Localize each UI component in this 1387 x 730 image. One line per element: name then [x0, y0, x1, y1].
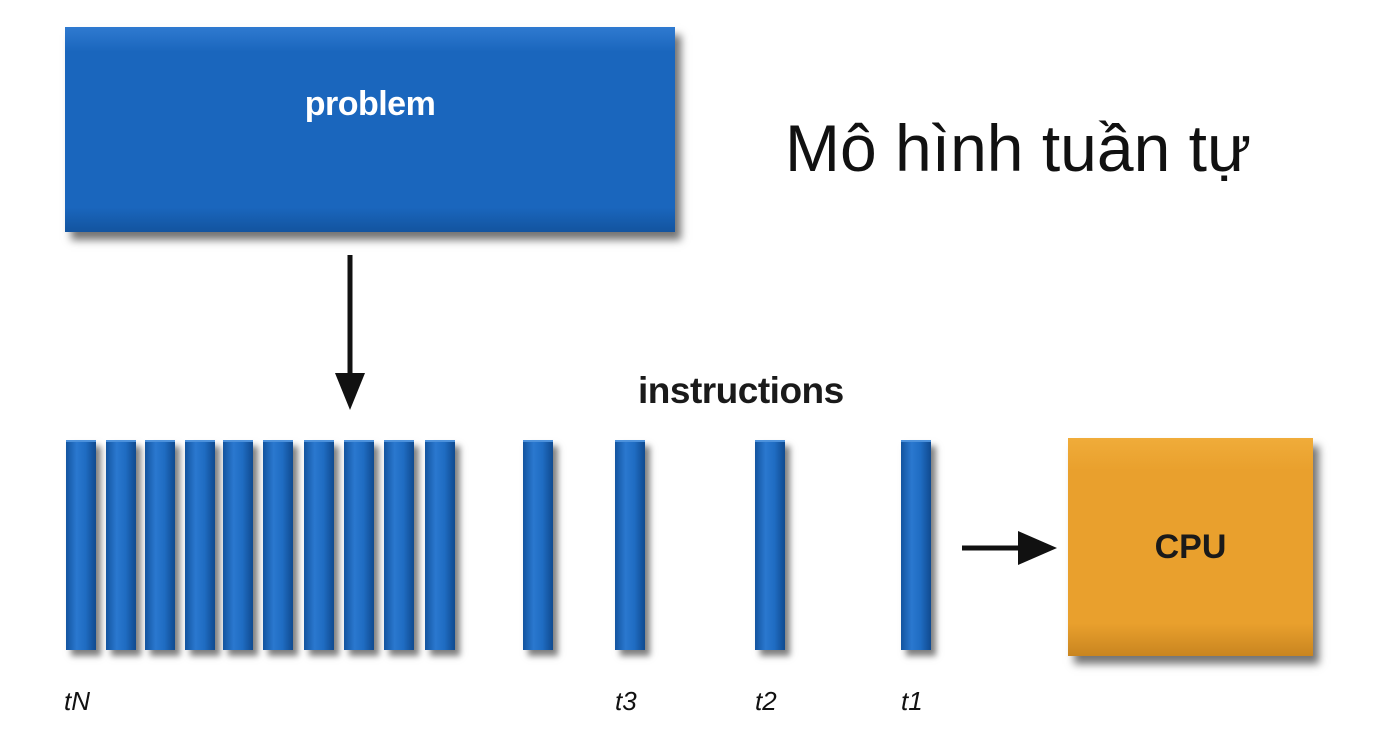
cpu-label: CPU: [1154, 527, 1227, 566]
instruction-bar: [185, 440, 215, 650]
instruction-bar: [344, 440, 374, 650]
instruction-bar: [384, 440, 414, 650]
time-label-tn: tN: [64, 686, 90, 716]
instruction-bar: [523, 440, 553, 650]
down-arrow-icon: [335, 255, 365, 410]
instruction-bar-t2: [755, 440, 785, 650]
time-label-t1: t1: [901, 686, 923, 716]
problem-box: problem: [65, 27, 675, 232]
instruction-bar-t3: [615, 440, 645, 650]
diagram-title: Mô hình tuần tự: [785, 111, 1252, 185]
instructions-label: instructions: [638, 370, 844, 411]
time-label-t2: t2: [755, 686, 777, 716]
instruction-bar: [425, 440, 455, 650]
cpu-box: CPU: [1068, 438, 1313, 656]
instruction-bar: [263, 440, 293, 650]
instruction-bar: [106, 440, 136, 650]
instruction-bar: [304, 440, 334, 650]
problem-label: problem: [304, 85, 436, 123]
time-label-t3: t3: [615, 686, 637, 716]
instruction-bar: [145, 440, 175, 650]
instruction-bar: [66, 440, 96, 650]
right-arrow-icon: [962, 531, 1057, 565]
instruction-bar: [223, 440, 253, 650]
instruction-bar-t1: [901, 440, 931, 650]
